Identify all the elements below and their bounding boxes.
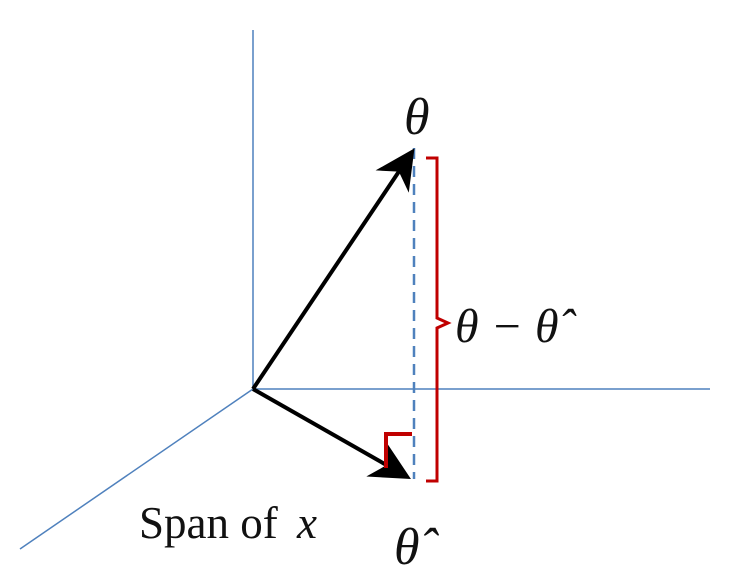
span-label: Span of x [139, 498, 317, 548]
theta-label: θ [404, 89, 430, 146]
right-angle-marker [384, 432, 412, 468]
theta-vector-arrow [251, 148, 415, 391]
span-label-text: Span of [139, 498, 278, 548]
theta-hat-label: θ̂ [394, 519, 440, 576]
span-label-variable: x [296, 498, 317, 548]
theta-hat-vector-arrow [252, 387, 411, 479]
depth-axis [19, 388, 254, 550]
theta-minus-theta-hat-label: θ − θ̂ [455, 300, 577, 353]
difference-bracket [426, 156, 452, 483]
diff-theta-hat-term: θ̂ [535, 300, 577, 353]
diff-minus-sign: − [491, 300, 523, 353]
diff-theta-term: θ [455, 300, 479, 353]
